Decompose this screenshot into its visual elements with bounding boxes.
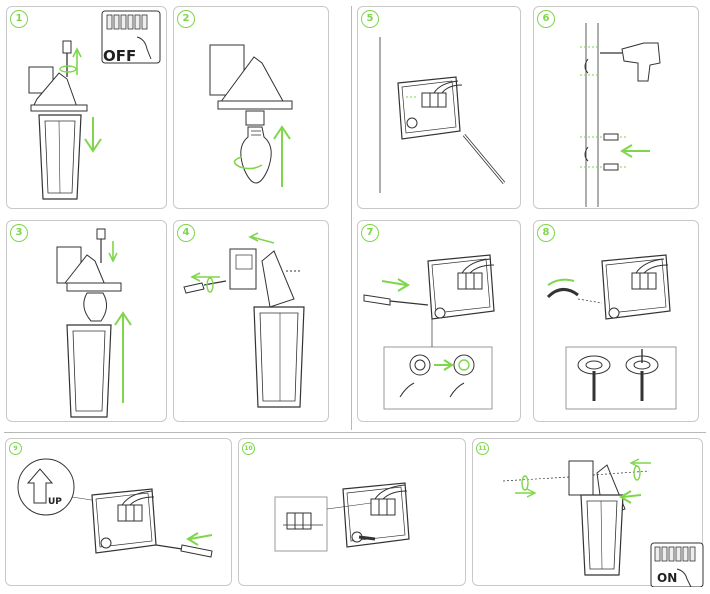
- step-9-number: 9: [9, 442, 22, 455]
- step-11-panel: 11 ON: [472, 438, 704, 587]
- step-8-illustration: [546, 254, 677, 410]
- step-3-number: 3: [10, 224, 28, 242]
- horizontal-separator: [4, 432, 706, 433]
- step-7-panel: 7: [357, 220, 521, 422]
- step-9-panel: 9 UP: [5, 438, 232, 586]
- step-1-panel: 1 OFF: [6, 6, 167, 209]
- step-10-illustration: [274, 482, 410, 552]
- step-10-panel: 10: [238, 438, 466, 586]
- step-5-panel: 5: [357, 6, 521, 209]
- step-5-illustration: [379, 37, 506, 193]
- on-label: ON: [657, 571, 678, 585]
- step-4-panel: 4: [173, 220, 329, 422]
- step-2-illustration: [209, 44, 293, 187]
- step-4-number: 4: [177, 224, 195, 242]
- step-1-illustration: [28, 10, 161, 200]
- step-8-panel: 8: [533, 220, 699, 422]
- step-1-number: 1: [10, 10, 28, 28]
- step-5-number: 5: [361, 10, 379, 28]
- step-2-panel: 2: [173, 6, 329, 209]
- step-7-number: 7: [361, 224, 379, 242]
- step-2-number: 2: [177, 10, 195, 28]
- step-6-panel: 6: [533, 6, 699, 209]
- step-11-illustration: [502, 458, 704, 587]
- step-6-number: 6: [537, 10, 555, 28]
- step-6-illustration: [580, 23, 661, 207]
- step-10-number: 10: [242, 442, 255, 455]
- step-3-panel: 3: [6, 220, 167, 422]
- vertical-separator: [351, 6, 352, 430]
- step-4-illustration: [183, 232, 305, 408]
- step-11-number: 11: [476, 442, 489, 455]
- up-label: UP: [48, 497, 62, 507]
- step-8-number: 8: [537, 224, 555, 242]
- step-9-illustration: [17, 458, 213, 558]
- step-7-illustration: [363, 254, 495, 410]
- step-3-illustration: [56, 228, 132, 418]
- off-label: OFF: [103, 47, 137, 65]
